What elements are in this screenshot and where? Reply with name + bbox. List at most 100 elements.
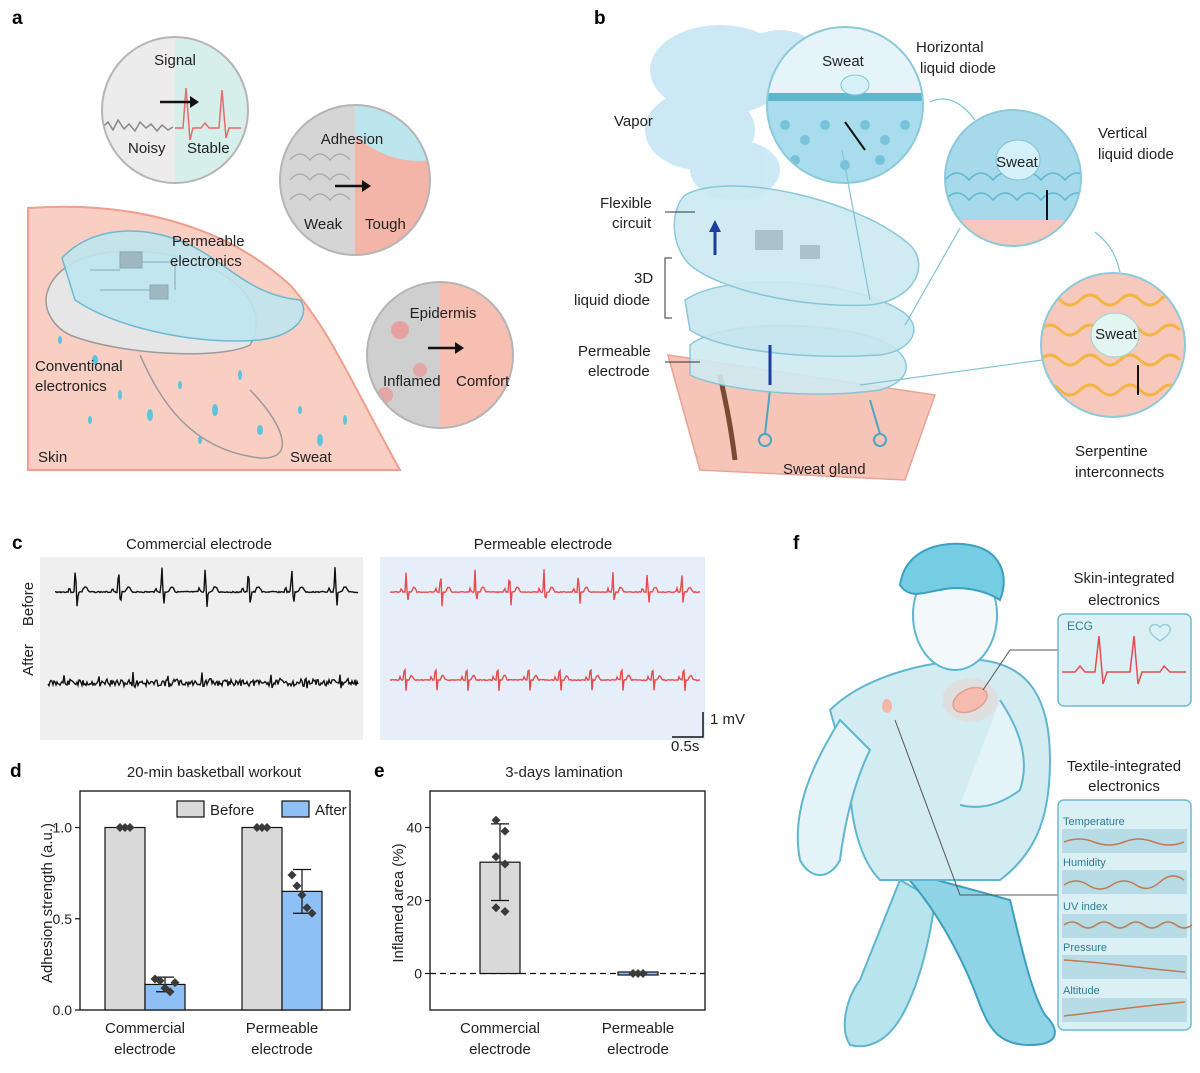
chart-d-category-label: electrode [251,1041,313,1058]
epidermis-comfort-label: Comfort [456,373,510,390]
vertical-sweat-label: Sweat [996,154,1039,171]
chart-d-point [287,870,297,880]
horizontal-diode-label-2: liquid diode [920,60,996,77]
heart-icon [1148,623,1172,642]
chart-d-bar-before [104,826,146,1011]
sweat-gland-coils [758,389,887,447]
commercial-after-trace [47,672,359,689]
chart-e-point [628,969,638,978]
scale-bar-time: 0.5s [671,738,699,755]
sensor-pressure: Pressure [1062,942,1187,979]
conventional-film-tail [139,354,284,459]
textile-integrated-title-1: Textile-integrated [1067,758,1181,775]
flexible-circuit-label-2: circuit [612,215,652,232]
epidermis-inflamed-label: Inflamed [383,373,441,390]
sensor-humidity-label: Humidity [1063,857,1106,869]
callout-lines [894,649,1058,896]
chart-e-point [491,815,501,825]
chart-d-point [262,823,272,832]
panel-f: f Skin-integrated electronics ECG Text [793,533,1193,1048]
permeable-electronics-label-1: Permeable [172,233,245,250]
horizontal-diode-circle: Sweat [766,26,924,184]
chart-d-ylabel: Adhesion strength (a.u.) [39,823,56,983]
permeable-electrode-label-1: Permeable [578,343,651,360]
diode3d-label-1: 3D [634,270,653,287]
panel-f-label: f [793,533,800,554]
sweat-gland-label: Sweat gland [783,461,866,478]
serpentine-label-2: interconnects [1075,464,1164,481]
serpentine-circle: Sweat [1040,272,1186,418]
chart-d-point [165,987,175,997]
serpentine-sweat-label: Sweat [1095,326,1138,343]
chart-d-point [170,978,180,988]
sensor-humidity: Humidity [1062,857,1187,894]
scale-bar-voltage: 1 mV [710,711,745,728]
epidermis-title: Epidermis [410,305,477,322]
chart-d-title: 20-min basketball workout [127,764,302,781]
textile-card: Temperature Humidity UV index Pressure A [1057,799,1193,1031]
sweat-droplets [58,304,347,446]
commercial-before-trace [54,567,359,607]
vapor-label: Vapor [614,113,653,130]
connector-lines [841,98,1121,386]
panel-e: e 3-days lamination Inflamed area (%) 02… [374,761,706,1058]
sweat-label: Sweat [290,449,333,466]
chart-e-point [491,903,501,913]
chart-d-ytick-label: 1.0 [53,820,73,836]
vertical-diode-circle: Sweat [944,109,1082,247]
panel-e-label: e [374,761,385,782]
adhesion-tough-label: Tough [365,216,406,233]
signal-title: Signal [154,52,196,69]
permeable-electrode-title: Permeable electrode [474,536,612,553]
flexible-circuit-label-1: Flexible [600,195,652,212]
chart-d-ytick-label: 0.5 [53,911,73,927]
panel-d: d 20-min basketball workout Adhesion str… [10,761,351,1058]
permeable-trace-background [380,557,705,740]
chart-e-ytick-label: 0 [414,966,422,982]
sensor-altitude-label: Altitude [1063,985,1100,997]
chart-d-frame [79,790,351,1011]
chart-d-category-label: Commercial [105,1020,185,1037]
chart-d-point [302,903,312,913]
ecg-card: ECG [1057,613,1192,707]
panel-b-label: b [594,8,606,29]
device-layers [673,185,920,395]
permeable-after-trace [389,667,701,691]
chart-e-category-label: Permeable [602,1020,675,1037]
vertical-diode-label-2: liquid diode [1098,146,1174,163]
permeable-before-trace [389,569,701,607]
chart-e: 02040CommercialelectrodePermeableelectro… [406,790,706,1058]
chart-e-point [500,826,510,836]
conventional-electronics-label-1: Conventional [35,358,123,375]
permeable-electrode-label-2: electrode [588,363,650,380]
row-after-label: After [20,644,37,676]
panel-a-label: a [12,8,23,29]
chart-e-point [638,969,648,978]
chart-d-legend-after: After [315,802,347,819]
horizontal-sweat-label: Sweat [822,53,865,70]
chart-e-ytick-label: 40 [406,820,422,836]
sensor-temperature: Temperature [1062,816,1187,853]
chart-d-category-label: Permeable [246,1020,319,1037]
commercial-trace-background [40,557,363,740]
chart-e-point [500,906,510,916]
chart-d-point [155,976,165,986]
scale-bar [672,712,704,738]
panel-a: a Permeable electronics Conventional ele… [12,8,514,471]
signal-circle: Signal Noisy Stable [101,36,249,184]
chart-e-point [491,852,501,862]
vertical-diode-label-1: Vertical [1098,125,1147,142]
signal-noisy-label: Noisy [128,140,166,157]
chart-d-point [297,890,307,900]
runner-illustration [796,542,1056,1048]
serpentine-label-1: Serpentine [1075,443,1148,460]
horizontal-diode-label-1: Horizontal [916,39,984,56]
permeable-electronics-label-2: electronics [170,253,242,270]
chart-e-point [500,859,510,869]
skin-integrated-title-2: electronics [1088,592,1160,609]
chart-d-ytick-label: 0.0 [53,1002,73,1018]
chart-d-point [292,881,302,891]
chart-e-category-label: Commercial [460,1020,540,1037]
conventional-electronics-label-2: electronics [35,378,107,395]
